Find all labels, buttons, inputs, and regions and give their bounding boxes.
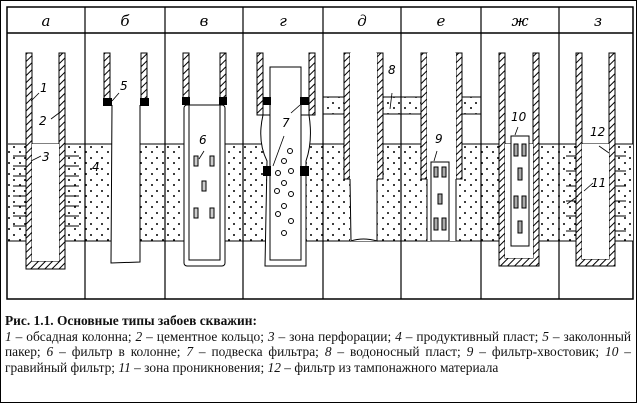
legend-text: – зона перфорации; (274, 328, 396, 344)
legend-number: 10 (605, 344, 619, 359)
legend-number: 8 (324, 344, 332, 359)
callout-10: 10 (511, 110, 527, 124)
legend-number: 7 (186, 344, 194, 359)
legend-number: 9 (466, 344, 474, 359)
legend-text: – зона проникновения; (130, 359, 268, 375)
callout-12: 12 (590, 125, 605, 139)
column-label-e: е (437, 12, 446, 30)
legend-number: 3 (267, 328, 275, 344)
caption-title: Рис. 1.1. Основные типы забоев скважин: (5, 313, 257, 328)
legend-number: 1 (5, 328, 12, 344)
callout-1: 1 (40, 81, 48, 95)
legend-number: 5 (542, 328, 549, 344)
callout-9: 9 (435, 132, 443, 146)
column-label-b: б (120, 12, 130, 30)
well-v (182, 52, 227, 267)
callout-7: 7 (282, 116, 290, 130)
figure-caption: Рис. 1.1. Основные типы забоев скважин: … (5, 313, 631, 375)
callout-3: 3 (42, 150, 50, 164)
legend-text: – продуктивный пласт; (401, 328, 543, 344)
legend-text: – водоносный пласт; (331, 344, 467, 359)
well-z (566, 52, 626, 267)
column-label-v: в (200, 12, 209, 30)
well-e (420, 52, 463, 242)
callout-4: 4 (92, 160, 100, 174)
callout-8: 8 (388, 63, 396, 77)
legend-number: 4 (395, 328, 402, 344)
legend-number: 11 (118, 359, 131, 375)
gravel-filter (510, 135, 530, 247)
column-label-g: г (279, 12, 287, 30)
column-label-d: д (357, 12, 367, 30)
callout-6: 6 (199, 133, 207, 147)
callout-2: 2 (39, 114, 47, 128)
well-g (256, 52, 316, 267)
well-a (13, 52, 79, 270)
well-b (103, 52, 149, 264)
legend-text: – гравийный фильтр; (5, 344, 631, 375)
well-d (343, 52, 384, 242)
column-label-zh: ж (511, 12, 528, 30)
legend-number: 6 (46, 344, 54, 359)
column-label-z: з (594, 12, 602, 30)
legend-text: – цементное кольцо; (142, 328, 268, 344)
legend-number: 2 (135, 328, 143, 344)
well-zh (498, 52, 540, 267)
callout-5: 5 (120, 79, 128, 93)
legend-text: – фильтр-хвостовик; (473, 344, 606, 359)
legend-text: – заколонный пакер; (5, 328, 631, 360)
legend-text: – фильтр из тампонажного материала (280, 359, 499, 375)
legend-number: 12 (267, 359, 281, 375)
packer (103, 98, 112, 106)
legend-text: – фильтр в колонне; (53, 344, 187, 359)
callout-11: 11 (591, 176, 606, 190)
column-label-a: а (42, 12, 51, 30)
legend-text: – обсадная колонна; (11, 328, 136, 344)
well-bottom-diagram: а б в г д е ж з 1 2 3 4 5 6 7 8 9 10 11 … (6, 6, 634, 300)
packer (140, 98, 149, 106)
legend-text: – подвеска фильтра; (193, 344, 325, 359)
